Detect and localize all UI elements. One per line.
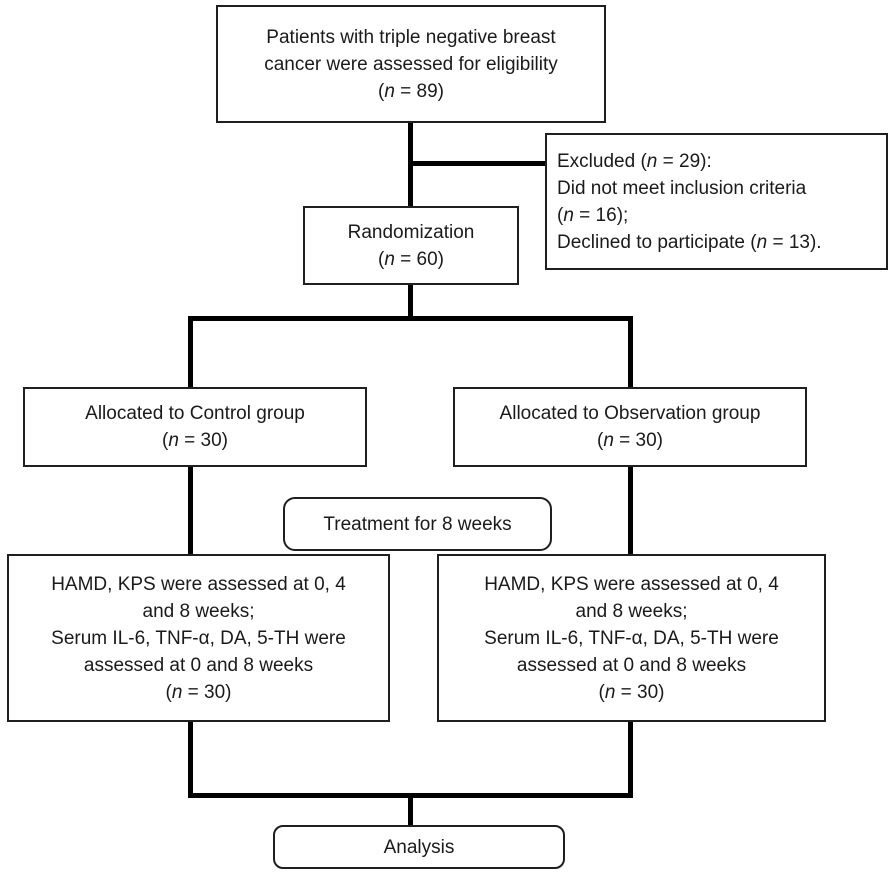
excluded-box: Excluded (n = 29):Did not meet inclusion… — [545, 133, 888, 270]
connector-split-to-observation — [628, 316, 633, 387]
treatment-box: Treatment for 8 weeks — [283, 497, 552, 551]
control-allocation-box: Allocated to Control group(n = 30) — [23, 387, 367, 467]
observation-allocation-box: Allocated to Observation group(n = 30) — [453, 387, 807, 467]
connector-control-assessment-down — [188, 722, 193, 798]
connector-observation-to-assessment — [628, 467, 633, 556]
connector-split-to-control — [188, 316, 193, 387]
connector-randomization-down — [408, 285, 413, 321]
connector-merge-to-analysis — [408, 793, 413, 825]
connector-branch-to-excluded — [410, 161, 547, 166]
connector-randomization-split — [188, 316, 633, 321]
analysis-box: Analysis — [273, 825, 565, 869]
connector-control-to-assessment — [188, 467, 193, 556]
randomization-box: Randomization(n = 60) — [303, 206, 519, 285]
connector-observation-assessment-down — [628, 722, 633, 798]
